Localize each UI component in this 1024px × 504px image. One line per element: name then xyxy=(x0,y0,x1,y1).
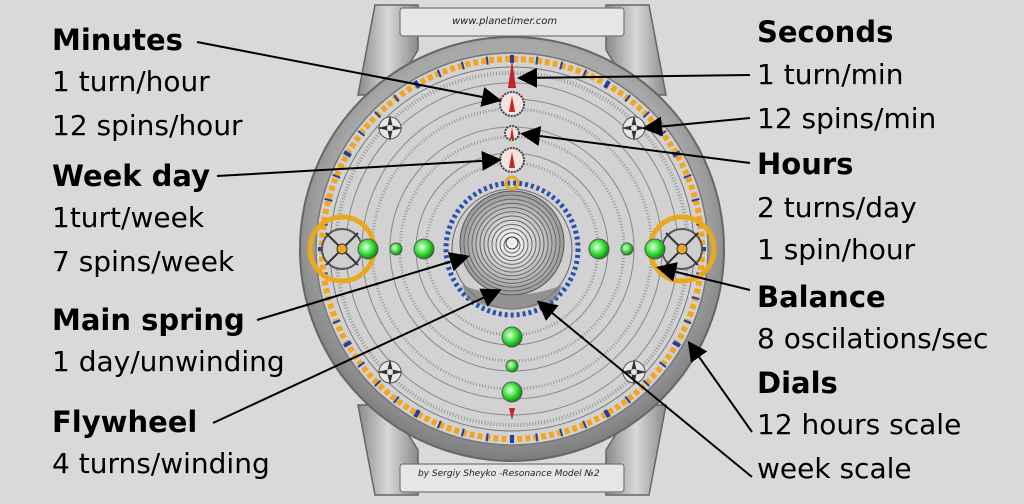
label-mainspring-title: Main spring xyxy=(52,303,245,337)
label-weekday-rate-2: 7 spins/week xyxy=(52,245,235,278)
label-balance-rate: 8 oscilations/sec xyxy=(757,322,989,355)
label-minutes-title: Minutes xyxy=(52,23,183,57)
label-seconds-rate-1: 1 turn/min xyxy=(757,58,904,91)
label-weekday-rate-1: 1turt/week xyxy=(52,201,205,234)
watch-bottom-credit: by Sergiy Sheyko -Resonance Model №2 xyxy=(418,469,600,479)
label-minutes-rate-1: 1 turn/hour xyxy=(52,65,210,98)
seconds-hand-icon xyxy=(508,60,516,88)
label-seconds-title: Seconds xyxy=(757,15,894,49)
label-mainspring-rate: 1 day/unwinding xyxy=(52,345,285,378)
label-flywheel-rate: 4 turns/winding xyxy=(52,447,270,480)
hour-hand-icon xyxy=(509,408,515,420)
label-seconds-rate-2: 12 spins/min xyxy=(757,102,937,135)
bottom-gear-train xyxy=(501,326,523,420)
label-dials-title: Dials xyxy=(757,366,838,400)
label-minutes-rate-2: 12 spins/hour xyxy=(52,109,243,142)
watch-top-url: www.planetimer.com xyxy=(452,16,558,27)
label-dials-scale-1: 12 hours scale xyxy=(757,408,962,441)
label-hours-rate-1: 2 turns/day xyxy=(757,191,917,224)
label-hours-rate-2: 1 spin/hour xyxy=(757,233,916,266)
label-balance-title: Balance xyxy=(757,280,886,314)
label-weekday-title: Week day xyxy=(52,159,211,193)
label-flywheel-title: Flywheel xyxy=(52,405,198,439)
green-jewels xyxy=(357,238,666,260)
label-hours-title: Hours xyxy=(757,147,854,181)
label-dials-scale-2: week scale xyxy=(757,452,912,485)
